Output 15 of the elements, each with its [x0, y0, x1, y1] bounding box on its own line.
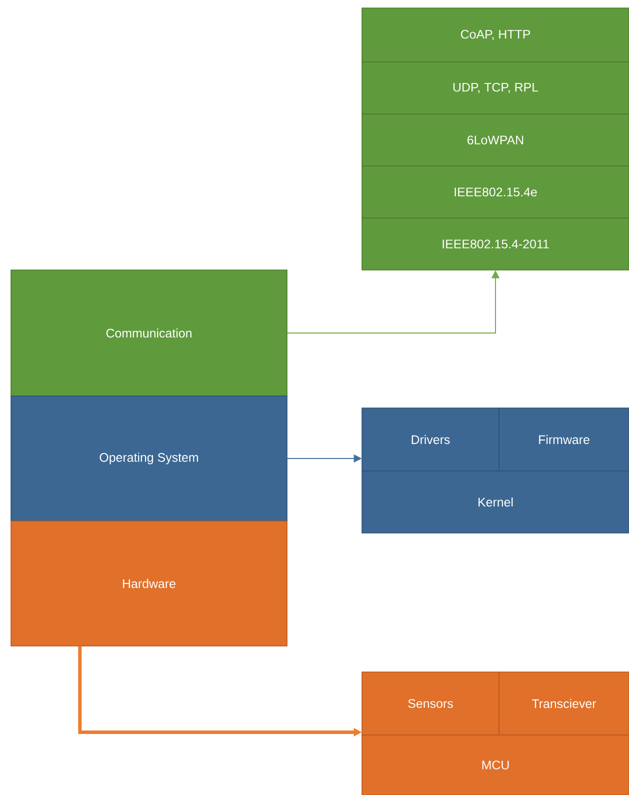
layer-box: CoAP, HTTP [362, 8, 629, 62]
layer-box: Drivers [362, 408, 500, 472]
layer-box: MCU [362, 734, 629, 795]
layer-box: Transciever [498, 672, 629, 736]
layer-box: 6LoWPAN [362, 114, 629, 166]
layer-box: IEEE802.15.4e [362, 166, 629, 218]
layer-box: Hardware [10, 520, 288, 646]
layer-box: Firmware [498, 408, 629, 472]
layer-box: Sensors [362, 672, 500, 736]
node-label: Firmware [539, 434, 590, 444]
layer-box: Communication [10, 270, 288, 396]
node-label: Transciever [532, 698, 596, 708]
layer-box: Operating System [10, 396, 288, 522]
layer-box: IEEE802.15.4-2011 [362, 218, 629, 270]
layer-box: UDP, TCP, RPL [362, 62, 629, 114]
